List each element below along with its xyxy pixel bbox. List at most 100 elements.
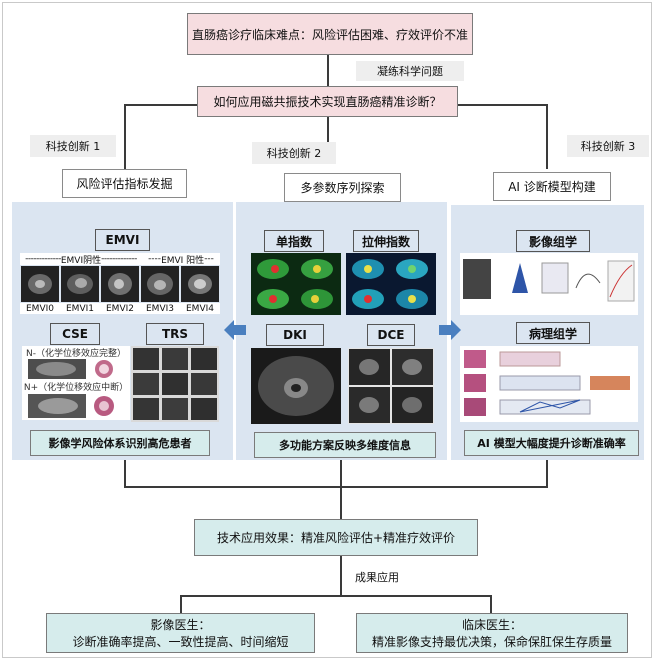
radiomics-tag: 影像组学 <box>516 230 590 252</box>
connector <box>124 486 548 488</box>
pathomics-tag-text: 病理组学 <box>528 326 577 341</box>
emvi-image-4 <box>181 266 219 302</box>
emvi-grade-0-text: EMVI0 <box>26 303 54 314</box>
pathomics-workflow-image <box>460 346 638 422</box>
dki-tag: DKI <box>266 324 324 346</box>
connector <box>124 104 126 169</box>
cse-negative-label: N-（化学位移效应完整） <box>22 346 130 359</box>
trs-tag-text: TRS <box>161 327 189 341</box>
radiologist-text: 诊断准确率提高、一致性提高、时间缩短 <box>72 635 289 649</box>
stretched-exponential-image <box>346 253 436 315</box>
emvi-tag: EMVI <box>95 229 150 251</box>
arrow-right-icon <box>439 320 461 340</box>
arrow-left-icon <box>224 320 246 340</box>
emvi-grade-1: EMVI1 <box>61 303 99 314</box>
dki-image <box>251 348 341 424</box>
cse-positive-histology <box>92 394 116 418</box>
emvi-image-2 <box>101 266 139 302</box>
emvi-image-0 <box>21 266 59 302</box>
innovation-1-text: 科技创新 1 <box>45 140 101 153</box>
emvi-grade-2-text: EMVI2 <box>106 303 134 314</box>
emvi-caption-strip <box>20 303 220 314</box>
application-effect-text: 技术应用效果：精准风险评估+精准疗效评价 <box>216 531 456 545</box>
refine-label: 凝练科学问题 <box>356 61 464 81</box>
clinician-box: 临床医生： 精准影像支持最优决策，保命保肛保生存质量 <box>356 613 628 653</box>
radiologist-box: 影像医生： 诊断准确率提高、一致性提高、时间缩短 <box>46 613 315 653</box>
connector <box>458 104 548 106</box>
radiomics-tag-text: 影像组学 <box>528 234 577 249</box>
cse-negative-image <box>28 359 86 379</box>
right-panel-footer: AI 模型大幅度提升诊断准确率 <box>464 430 639 456</box>
stretched-exponential-tag: 拉伸指数 <box>353 230 419 252</box>
emvi-header-strip <box>20 253 220 265</box>
radiologist-title: 影像医生： <box>150 618 211 632</box>
connector <box>180 595 182 613</box>
emvi-grade-4-text: EMVI4 <box>186 303 214 314</box>
clinician-text: 精准影像支持最优决策，保命保肛保生存质量 <box>371 635 612 649</box>
mono-exponential-tag: 单指数 <box>264 230 324 252</box>
emvi-negative-text: EMVI阴性 <box>60 255 102 266</box>
application-effect-box: 技术应用效果：精准风险评估+精准疗效评价 <box>194 519 478 556</box>
connector <box>327 117 329 150</box>
emvi-image-3 <box>141 266 179 302</box>
trs-image-grid <box>131 346 219 422</box>
emvi-positive-label: ----EMVI 阳性--- <box>148 254 214 266</box>
branch-title-multiparametric: 多参数序列探索 <box>284 173 401 202</box>
middle-panel-footer-text: 多功能方案反映多维度信息 <box>279 439 411 452</box>
innovation-2-text: 科技创新 2 <box>266 147 322 160</box>
branch-title-ai: AI 诊断模型构建 <box>493 172 611 201</box>
connector <box>340 556 342 596</box>
connector <box>546 455 548 487</box>
emvi-grade-3-text: EMVI3 <box>146 303 174 314</box>
scientific-question-text: 如何应用磁共振技术实现直肠癌精准诊断？ <box>213 95 442 109</box>
pathomics-tag: 病理组学 <box>516 322 590 344</box>
cse-positive-label: N+（化学位移效应中断） <box>22 380 130 393</box>
right-panel-footer-text: AI 模型大幅度提升诊断准确率 <box>477 437 626 450</box>
cse-positive-image <box>28 394 86 418</box>
mono-exponential-text: 单指数 <box>275 234 312 249</box>
innovation-3-text: 科技创新 3 <box>580 140 636 153</box>
result-application-text: 成果应用 <box>355 571 399 584</box>
dki-tag-text: DKI <box>283 328 307 342</box>
emvi-grade-2: EMVI2 <box>101 303 139 314</box>
connector <box>327 55 329 86</box>
connector <box>546 104 548 169</box>
emvi-positive-text: EMVI 阳性 <box>161 255 205 266</box>
emvi-grade-0: EMVI0 <box>21 303 59 314</box>
trs-tag: TRS <box>146 323 204 345</box>
mono-exponential-image <box>251 253 341 315</box>
clinical-difficulty-box: 直肠癌诊疗临床难点：风险评估困难、疗效评价不准 <box>187 13 473 55</box>
emvi-tag-text: EMVI <box>105 233 140 247</box>
connector <box>180 595 492 597</box>
innovation-1-label: 科技创新 1 <box>30 135 116 157</box>
refine-label-text: 凝练科学问题 <box>377 65 443 78</box>
innovation-3-label: 科技创新 3 <box>567 135 649 157</box>
connector <box>490 595 492 613</box>
result-application-label: 成果应用 <box>345 567 409 587</box>
scientific-question-box: 如何应用磁共振技术实现直肠癌精准诊断？ <box>197 86 458 117</box>
left-panel-footer-text: 影像学风险体系识别高危患者 <box>48 437 192 450</box>
branch-title-risk-text: 风险评估指标发掘 <box>76 177 173 191</box>
cse-tag-text: CSE <box>62 327 88 341</box>
innovation-2-label: 科技创新 2 <box>252 142 336 164</box>
connector <box>124 104 197 106</box>
middle-panel-footer: 多功能方案反映多维度信息 <box>254 432 436 458</box>
dce-tag: DCE <box>367 324 415 346</box>
cse-tag: CSE <box>50 323 100 345</box>
stretched-exponential-text: 拉伸指数 <box>361 234 410 249</box>
dce-tag-text: DCE <box>377 328 405 342</box>
branch-title-ai-text: AI 诊断模型构建 <box>508 180 596 194</box>
radiomics-workflow-image <box>460 253 638 315</box>
emvi-grade-3: EMVI3 <box>141 303 179 314</box>
cse-negative-text: N-（化学位移效应完整） <box>26 348 126 359</box>
branch-title-multiparametric-text: 多参数序列探索 <box>300 181 385 195</box>
emvi-grade-1-text: EMVI1 <box>66 303 94 314</box>
dce-image-grid <box>348 348 434 424</box>
emvi-grade-4: EMVI4 <box>181 303 219 314</box>
emvi-image-1 <box>61 266 99 302</box>
clinical-difficulty-text: 直肠癌诊疗临床难点：风险评估困难、疗效评价不准 <box>191 27 468 42</box>
clinician-title: 临床医生： <box>461 618 522 632</box>
connector <box>124 455 126 487</box>
left-panel-footer: 影像学风险体系识别高危患者 <box>30 430 210 456</box>
